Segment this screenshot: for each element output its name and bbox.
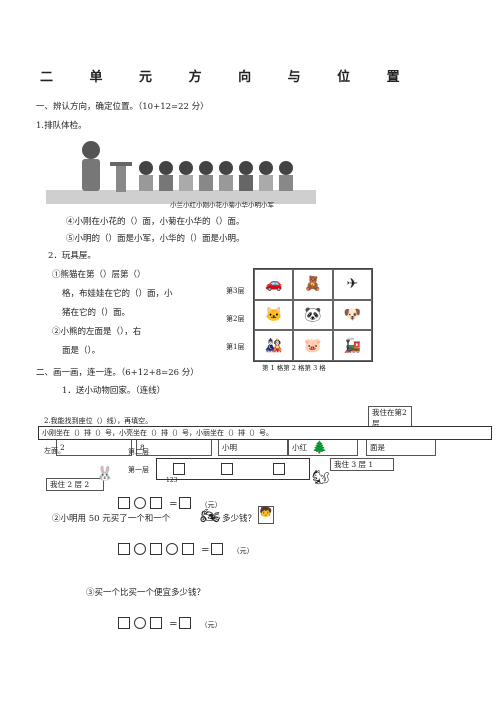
section2-q1: 1．送小动物回家。（连线） xyxy=(62,386,166,396)
q2-line5: 面是（）。 xyxy=(62,346,101,356)
equation-1: = （元） xyxy=(118,492,222,511)
fill-sentence: 小刚坐在（）排（）号，小亮坐在（）排（）号，小丽坐在（）排（）号。 xyxy=(38,426,492,440)
q2-line1: ①熊猫在第（）层第（） xyxy=(52,270,146,280)
section2-heading: 二、画一画，连一连。（6+12+8=26 分） xyxy=(36,368,199,378)
left-note-2: 我住 2 层 2 xyxy=(46,478,104,491)
plane-icon: ✈ xyxy=(332,269,372,300)
q-buy2-tail: 多少钱？ xyxy=(222,514,257,524)
tree-icon: 🌲 xyxy=(312,440,327,454)
q2-line3: 猪在它的（）面。 xyxy=(62,308,131,318)
cat-icon: 🐱 xyxy=(254,299,294,331)
doll-box-icon: 🧒 xyxy=(258,506,274,524)
motorbike-icon: 🏍 xyxy=(200,506,221,525)
q2-label: 2．玩具屋。 xyxy=(48,251,96,261)
dog-icon: 🐶 xyxy=(332,299,372,331)
floor-label-1: 第一层 xyxy=(128,466,149,474)
squirrel-icon: 🐿 xyxy=(312,470,330,486)
panda-icon: 🐼 xyxy=(293,299,333,331)
doll-icon: 🎎 xyxy=(254,330,294,361)
q2-line4: ②小熊的左面是（），右 xyxy=(52,327,142,337)
toy-house-grid: 🚗 🧸 ✈ 🐱 🐼 🐶 🎎 🐷 🚂 xyxy=(253,268,373,362)
rabbit-icon: 🐰 xyxy=(96,466,114,482)
pig-icon: 🐷 xyxy=(293,330,333,361)
q2-line2: 格，布娃娃在它的（）面，小 xyxy=(62,289,173,299)
page-title: 二 单 元 方 向 与 位 置 xyxy=(40,70,402,85)
number-label: 123 xyxy=(166,477,178,484)
queue-illustration xyxy=(46,134,316,206)
col-labels: 第 1 格第 2 格第 3 格 xyxy=(262,364,326,372)
q1-line5: ⑤小明的（）面是小军，小华的（）面是小明。 xyxy=(66,234,245,244)
row-label-2: 第2层 xyxy=(226,315,245,323)
right-tag: 我住 3 层 1 xyxy=(330,458,394,471)
left-note-1: 左面。 xyxy=(44,447,65,455)
names-strip: 小兰小红小刚小花小菊小华小明小军 xyxy=(170,201,274,209)
row-label-3: 第3层 xyxy=(226,287,245,295)
train-icon: 🚂 xyxy=(332,330,372,361)
floor-label-2: 第二层 xyxy=(128,448,149,456)
q1-label: 1.排队体检。 xyxy=(36,121,87,131)
q1-line4: ④小刚在小花的（）面，小菊在小华的（）面。 xyxy=(66,217,245,227)
row-label-1: 第1层 xyxy=(226,343,245,351)
equation-2: = （元） xyxy=(118,538,254,557)
q2-label-2: 2.我能找到座位（）线），再填空。 xyxy=(44,417,153,425)
bear-icon: 🧸 xyxy=(293,269,333,300)
q-buy2: ②小明用 50 元买了一个和一个 xyxy=(52,514,171,524)
equation-3: = （元） xyxy=(118,612,222,631)
car-icon: 🚗 xyxy=(254,269,294,300)
q-buy3: ③买一个比买一个便宜多少钱？ xyxy=(86,588,206,598)
section1-heading: 一、辨认方向，确定位置。（10+12=22 分） xyxy=(36,102,209,112)
house-floor-box xyxy=(156,458,310,480)
